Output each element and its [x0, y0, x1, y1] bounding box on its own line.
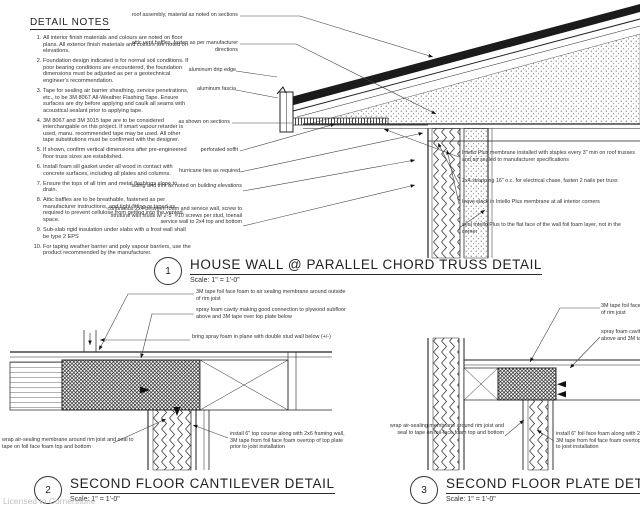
detail-2-number-circle: 2 — [34, 476, 62, 504]
note-item: Sub-slab rigid insulation under slabs wi… — [43, 227, 192, 240]
callout-leave-slack: leave slack in Intello Plus membrane at … — [462, 199, 600, 205]
callout-hurricane-ties: hurricane ties as required — [179, 168, 240, 174]
detail-2-title-block: 2 SECOND FLOOR CANTILEVER DETAIL Scale: … — [34, 476, 335, 504]
callout-aluminum-drip-edge: aluminum drip edge — [188, 67, 236, 73]
callout-wrap-air-sealing-membrane: wrap air-sealing membrane around rim joi… — [2, 437, 134, 450]
callout-aluminum-fascia: aluminum fascia — [197, 86, 236, 92]
detail-3-scale: Scale: 1" = 1'-0" — [446, 495, 496, 503]
note-item: Ensure the tops of all trim and metal fl… — [43, 181, 192, 194]
note-item: For taping weather barrier and poly vapo… — [43, 244, 192, 257]
watermark: Licensed to Cornerstone — [3, 496, 96, 506]
callout-install-foil-face-foam: install 6" foil face foam along with 2x6… — [556, 431, 640, 451]
callout-3m-tape-rim-joist: 3M tape foil face foam to air sealing me… — [196, 289, 346, 302]
callout-wrap-air-sealing-membrane-plate: wrap air-sealing membrane around rim joi… — [389, 423, 504, 436]
callout-intello-membrane: Intello Plus membrane installed with sta… — [462, 150, 635, 163]
detail-notes-list: All interior finish materials and colour… — [30, 35, 192, 257]
detail-1-title: HOUSE WALL @ PARALLEL CHORD TRUSS DETAIL — [190, 257, 543, 275]
detail3-leader-lines — [504, 307, 601, 442]
note-item: Tape for sealing air barrier sheathing, … — [43, 88, 192, 114]
detail-3-number-circle: 3 — [410, 476, 438, 504]
detail3-plate-drawing — [427, 337, 640, 471]
callout-3m-tape-rim-joist-plate: 3M tape foil face foam to air sealing me… — [601, 303, 640, 316]
detail-3-title-block: 3 SECOND FLOOR PLATE DETAIL Scale: 1" = … — [410, 476, 640, 504]
detail-notes-panel: DETAIL NOTES All interior finish materia… — [30, 12, 192, 260]
note-item: Install foam sill gasket under all wood … — [43, 164, 192, 177]
callout-perforated-soffit: perforated soffit — [200, 147, 238, 153]
detail-2-title: SECOND FLOOR CANTILEVER DETAIL — [70, 476, 335, 494]
callout-roof-assembly: roof assembly, material as noted on sect… — [131, 12, 238, 18]
detail-2-scale: Scale: 1" = 1'-0" — [70, 495, 120, 503]
callout-as-shown-on-sections: as shown on sections — [178, 119, 230, 125]
detail-1-number-circle: 1 — [154, 257, 182, 285]
callout-bring-spray-foam: bring spray foam in plane with double st… — [192, 334, 331, 340]
callout-spray-foam-cavity-plate: spray foam cavity making good connection… — [601, 329, 640, 342]
detail2-leader-lines — [98, 293, 229, 444]
note-item: Attic baffles are to be breathable, fast… — [43, 197, 192, 223]
callout-continuous-2x4: continuous 2x4 between foam and service … — [107, 206, 242, 226]
detail-1-title-block: 1 HOUSE WALL @ PARALLEL CHORD TRUSS DETA… — [154, 257, 543, 285]
detail-1-scale: Scale: 1" = 1'-0" — [190, 276, 240, 284]
detail-notes-title: DETAIL NOTES — [30, 17, 110, 30]
callout-siding-and-trim: siding and trim as noted on building ele… — [131, 183, 242, 189]
detail2-cantilever-drawing — [9, 330, 332, 471]
note-item: If shown, confirm vertical dimensions af… — [43, 147, 192, 160]
detail-3-title: SECOND FLOOR PLATE DETAIL — [446, 476, 640, 494]
callout-spray-foam-cavity: spray foam cavity making good connection… — [196, 307, 346, 320]
callout-attic-vent-baffles: attic vent baffles, fasten as per manufa… — [131, 40, 238, 53]
note-item: All interior finish materials and colour… — [43, 35, 192, 55]
detail1-roof-wall-drawing — [276, 4, 640, 259]
detail1-leader-lines — [232, 15, 486, 229]
callout-install-top-course: install 6" top course along with 2x6 fra… — [230, 431, 345, 451]
callout-2x4-strapping: 2x4 strapping 16" o.c. for electrical ch… — [462, 178, 618, 184]
callout-seal-intello: seal Intello Plus to the flat face of th… — [462, 222, 621, 235]
note-item: 3M 8067 and 3M 3015 tape are to be consi… — [43, 118, 192, 144]
note-item: Foundation design indicated is for norma… — [43, 58, 192, 84]
